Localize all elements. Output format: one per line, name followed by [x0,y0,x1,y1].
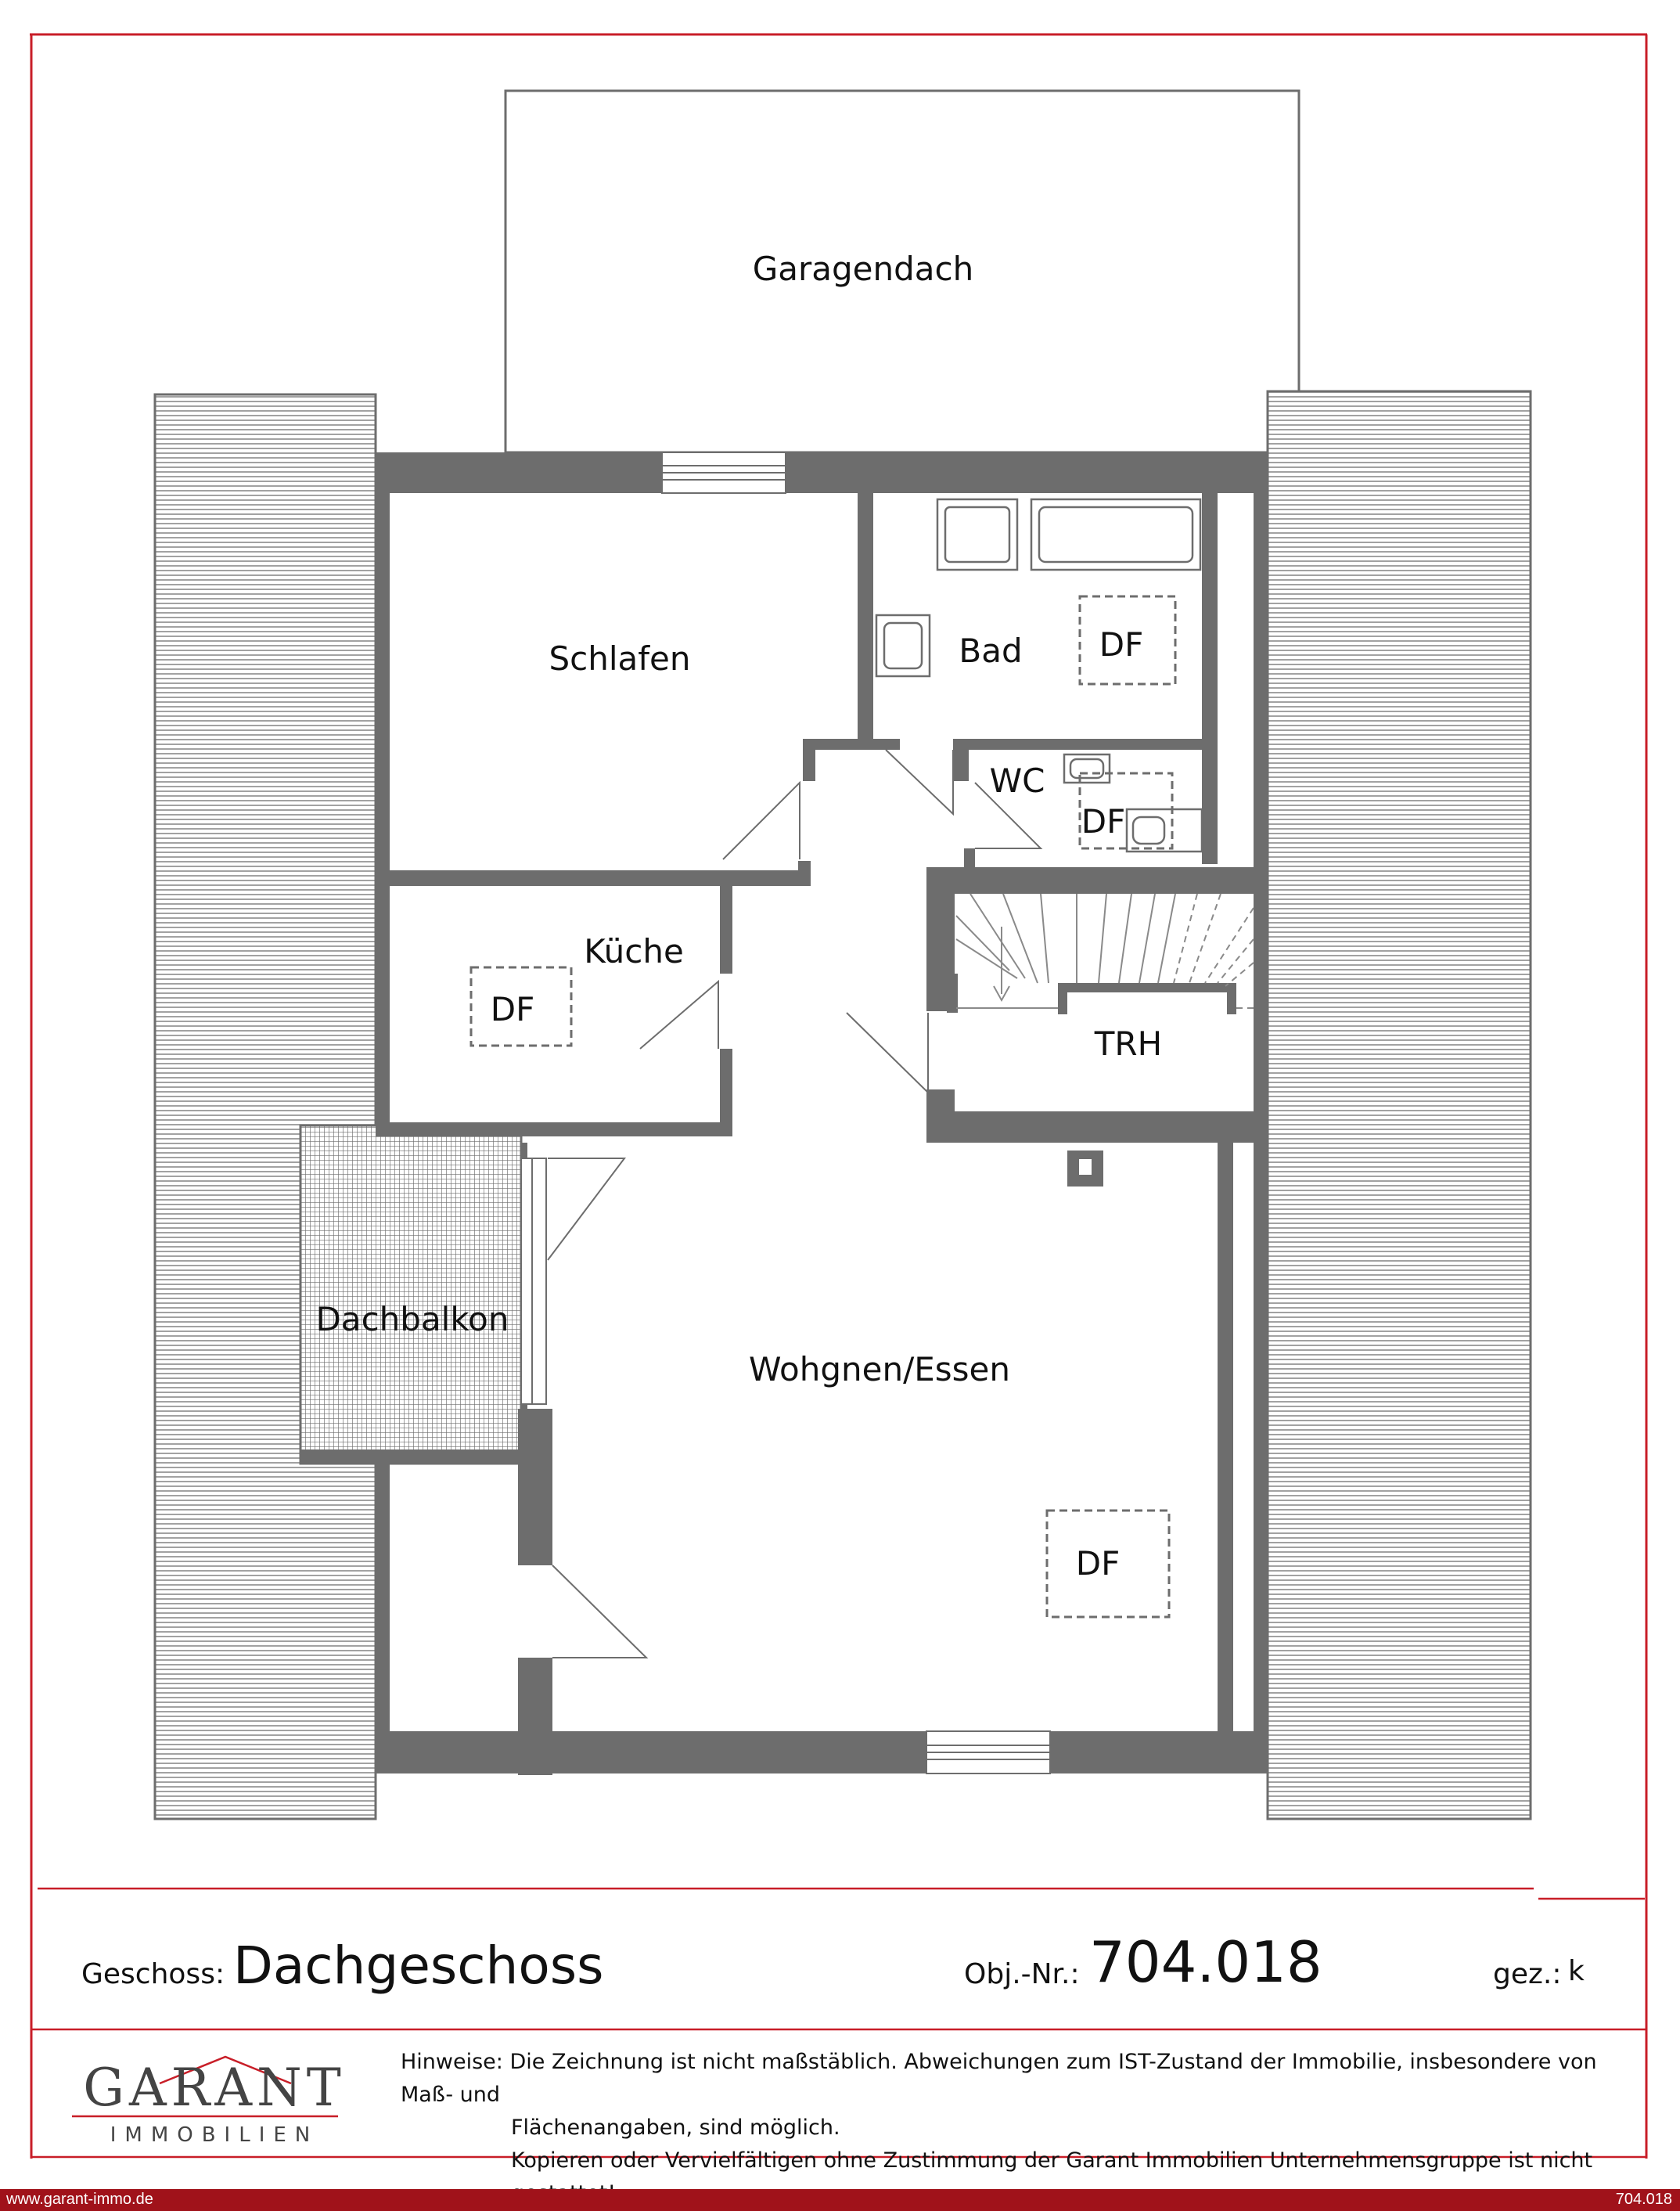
df-label-wohnen: DF [1076,1544,1121,1583]
windows [520,452,1051,1774]
df-label-bad: DF [1099,625,1144,664]
logo-sub: IMMOBILIEN [110,2123,319,2147]
room-label-wc: WC [990,762,1045,800]
room-label-bad: Bad [959,632,1022,670]
drawn-label: gez.: [1493,1958,1561,1990]
page-frame [30,33,1648,2159]
notes-block: Hinweise: Die Zeichnung ist nicht maßstä… [401,2046,1645,2210]
obj-label: Obj.-Nr.: [964,1958,1080,1990]
staircase-upper [1173,893,1254,1009]
garant-logo: GARANT IMMOBILIEN [72,2055,346,2147]
room-label-trh: TRH [1094,1024,1162,1063]
logo-name: GARANT [83,2058,346,2118]
df-label-wc: DF [1081,802,1126,841]
obj-number: 704.018 [1089,1929,1322,1995]
notes-line-1: Hinweise: Die Zeichnung ist nicht maßstä… [401,2046,1645,2112]
bottom-bar: www.garant-immo.de 704.018 [0,2189,1680,2211]
roof-strip-right [1266,390,1532,1820]
dachbalkon-area [299,1124,523,1465]
room-label-garagendach: Garagendach [753,250,974,288]
df-markers [469,595,1177,1619]
walls [300,452,1268,1775]
room-label-dachbalkon: Dachbalkon [316,1300,509,1338]
bar-reference: 704.018 [1615,2191,1672,2208]
site-url: www.garant-immo.de [6,2191,153,2208]
room-label-schlafen: Schlafen [549,639,690,678]
roof-strip-left [153,393,377,1820]
floor-value: Dachgeschoss [233,1936,604,1996]
room-label-wohnen: Wohgnen/Essen [749,1350,1010,1388]
drawn-value: k [1568,1955,1585,1987]
staircase [955,893,1176,1009]
floor-label: Geschoss: [81,1958,225,1990]
notes-text-1: Die Zeichnung ist nicht maßstäblich. Abw… [401,2050,1597,2107]
room-label-kueche: Küche [584,932,684,970]
door-swings [547,749,1043,1658]
bathroom-fixtures [875,498,1203,853]
notes-label: Hinweise: [401,2050,503,2074]
notes-line-2: Flächenangaben, sind möglich. [511,2116,840,2140]
df-label-kueche: DF [491,990,535,1028]
